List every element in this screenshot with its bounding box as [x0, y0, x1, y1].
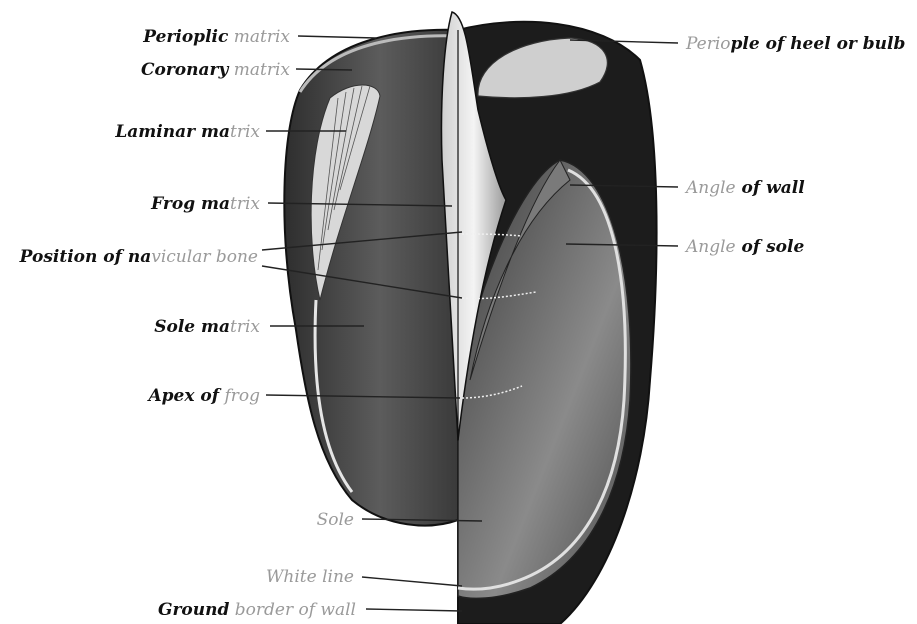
label-frog-matrix: Frog matrix: [150, 194, 260, 214]
leader-coronary-matrix: [296, 69, 352, 70]
label-angle-of-sole: Angle of sole: [684, 237, 804, 257]
hoof-drawing: [284, 12, 656, 624]
label-apex-of-frog: Apex of frog: [146, 386, 260, 406]
label-perioplic-matrix: Perioplic matrix: [142, 27, 290, 47]
leader-perioplic-matrix: [298, 36, 376, 38]
leader-ground-border: [366, 609, 462, 611]
label-periople-of-heel: Periople of heel or bulb: [685, 34, 905, 54]
label-angle-of-wall: Angle of wall: [684, 178, 805, 198]
leader-white-line: [362, 577, 462, 586]
label-sole-matrix: Sole matrix: [154, 317, 260, 337]
label-white-line: White line: [266, 567, 354, 587]
label-sole: Sole: [317, 510, 354, 530]
label-coronary-matrix: Coronary matrix: [141, 60, 290, 80]
label-laminar-matrix: Laminar matrix: [114, 122, 260, 142]
label-ground-border-of-wall: Ground border of wall: [158, 600, 356, 620]
label-navicular-bone: Position of navicular bone: [19, 247, 258, 267]
